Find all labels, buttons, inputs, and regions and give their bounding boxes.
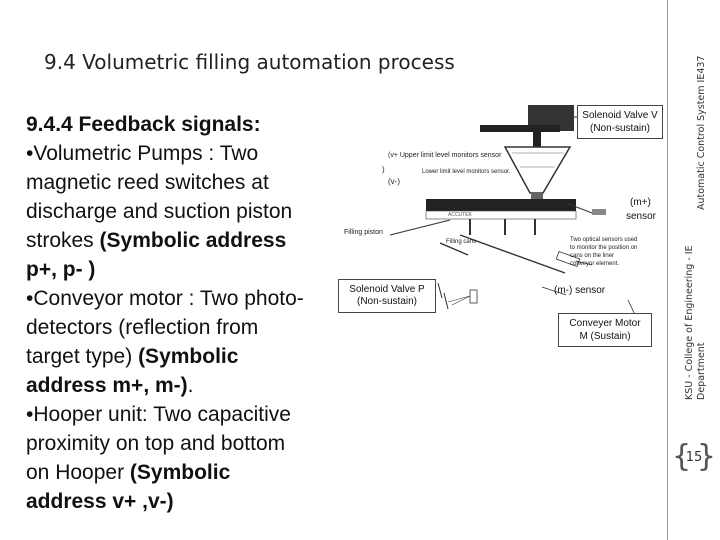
text-fragment: on Hooper bbox=[26, 461, 130, 484]
machine-drawing bbox=[389, 105, 637, 318]
text-fragment: strokes bbox=[26, 229, 100, 252]
optical-sensor-line-4: conveyor element. bbox=[570, 261, 620, 267]
symbolic-address: address m+, m-) bbox=[26, 374, 188, 397]
text-fragment: target type) bbox=[26, 345, 139, 368]
department-label: KSU - College of Engineering - IE Depart… bbox=[684, 245, 707, 400]
brand-label: ACCUTEK bbox=[448, 212, 472, 218]
valve-p-icon bbox=[437, 282, 478, 310]
text-line: strokes (Symbolic address bbox=[26, 226, 346, 255]
filling-cans-label: Filling cans bbox=[446, 239, 477, 245]
filling-head-icon bbox=[425, 199, 577, 235]
m-plus-sensor-label: sensor bbox=[626, 211, 657, 222]
symbolic-address: (Symbolic address bbox=[99, 229, 287, 252]
left-brace-icon: { bbox=[672, 439, 692, 474]
text-fragment: . bbox=[187, 374, 194, 397]
valve-v-label: Solenoid Valve V bbox=[582, 110, 658, 121]
valve-v-sub: (Non-sustain) bbox=[589, 123, 651, 134]
motor-box: Conveyer Motor M (Sustain) bbox=[558, 313, 652, 347]
optical-sensor-icon bbox=[555, 250, 593, 268]
course-label: Automatic Control System IE437 bbox=[696, 55, 707, 210]
filling-piston-label: Filling piston bbox=[344, 229, 383, 236]
optical-sensor-line-3: cans on the liner bbox=[570, 253, 615, 259]
text-line: •Volumetric Pumps : Two bbox=[26, 142, 259, 165]
upper-limit-label: (v+ Upper limit level monitors sensor bbox=[388, 152, 502, 159]
sidebar: Automatic Control System IE437 KSU - Col… bbox=[667, 0, 720, 540]
section-heading: 9.4.4 Feedback signals: bbox=[26, 113, 261, 136]
text-line: on Hooper (Symbolic bbox=[26, 458, 346, 487]
optical-sensor-line-2: to monitor the position on bbox=[570, 245, 638, 251]
text-line: •Hooper unit: Two capacitive bbox=[26, 403, 291, 426]
right-brace-icon: } bbox=[696, 439, 716, 474]
page-number-value: 15 bbox=[685, 450, 703, 465]
m-plus-sensor-icon bbox=[565, 202, 606, 215]
valve-v-icon bbox=[480, 105, 580, 147]
symbolic-address: (Symbolic bbox=[138, 345, 239, 368]
feedback-signals-text: 9.4.4 Feedback signals: •Volumetric Pump… bbox=[26, 110, 346, 516]
lower-limit-symbol: (v-) bbox=[388, 177, 400, 186]
text-line: discharge and suction piston bbox=[26, 200, 293, 223]
slide-title: 9.4 Volumetric filling automation proces… bbox=[44, 50, 455, 74]
symbolic-address: p+, p- ) bbox=[26, 258, 96, 281]
motor-label: Conveyer Motor bbox=[569, 318, 641, 329]
page-number: { 15 } bbox=[672, 440, 716, 476]
text-line: magnetic reed switches at bbox=[26, 171, 269, 194]
paren-label: ) bbox=[382, 165, 385, 174]
text-line: target type) (Symbolic bbox=[26, 342, 346, 371]
text-line: address m+, m-). bbox=[26, 371, 346, 400]
valve-p-label: Solenoid Valve P bbox=[349, 284, 425, 295]
motor-sub: M (Sustain) bbox=[579, 331, 631, 342]
text-line: detectors (reflection from bbox=[26, 316, 259, 339]
hopper-icon bbox=[503, 146, 572, 203]
symbolic-address: address v+ ,v-) bbox=[26, 490, 174, 513]
lower-limit-label: Lower limit level monitors sensor. bbox=[422, 169, 511, 175]
filling-machine-diagram: Solenoid Valve V (Non-sustain) (v+ Upper… bbox=[330, 95, 665, 355]
optical-sensor-line-1: Two optical sensors used bbox=[570, 237, 638, 243]
valve-p-box: Solenoid Valve P (Non-sustain) bbox=[338, 279, 436, 313]
symbolic-address: (Symbolic bbox=[129, 461, 231, 484]
valve-p-sub: (Non-sustain) bbox=[356, 296, 418, 307]
valve-v-box: Solenoid Valve V (Non-sustain) bbox=[577, 105, 663, 139]
m-plus-label: (m+) bbox=[630, 197, 651, 208]
filling-piston-icon bbox=[389, 219, 566, 274]
m-minus-sensor-label: (m-) sensor bbox=[554, 285, 606, 296]
text-line: •Conveyor motor : Two photo- bbox=[26, 287, 304, 310]
text-line: proximity on top and bottom bbox=[26, 432, 286, 455]
